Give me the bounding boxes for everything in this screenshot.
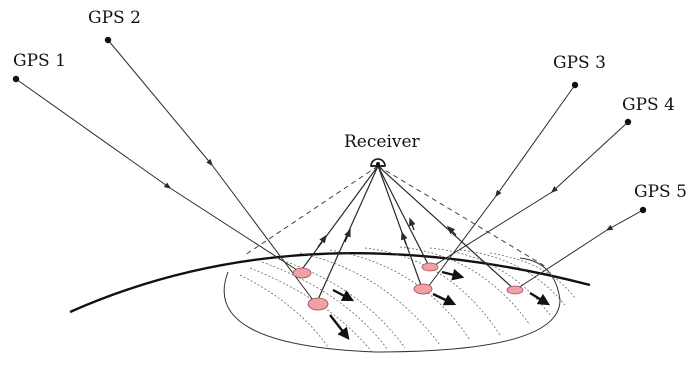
gps3-label: GPS 3	[553, 53, 606, 73]
receiver-footprint-dashes	[244, 165, 549, 269]
reflection-spot	[413, 283, 433, 295]
glistening-zone-ellipse	[223, 257, 561, 353]
surface-scatter-arrows	[329, 268, 551, 340]
reflected-ray-arrows	[317, 217, 457, 248]
reflection-spot	[506, 285, 524, 295]
reflection-spots	[292, 262, 524, 311]
gps5-label: GPS 5	[634, 182, 687, 202]
ray-gps4	[550, 121, 629, 193]
satellite-dots	[12, 36, 647, 214]
scatter-lines	[239, 246, 576, 353]
earth-surface-curve	[69, 252, 591, 314]
gps2-dot	[104, 36, 112, 44]
ray-gps5	[605, 209, 644, 231]
incident-rays	[15, 39, 644, 305]
receiver-icon	[370, 158, 386, 167]
gps1-label: GPS 1	[13, 51, 66, 71]
gps1-dot	[12, 75, 20, 83]
ray-gps3	[495, 84, 576, 198]
gps4-dot	[624, 118, 632, 126]
reflected-rays	[299, 165, 516, 305]
receiver-label: Receiver	[344, 132, 420, 152]
gps4-label: GPS 4	[622, 95, 675, 115]
reflection-spot	[292, 267, 312, 279]
gps3-dot	[571, 81, 579, 89]
ray-gps2	[107, 39, 213, 167]
gps5-dot	[639, 206, 647, 214]
reflection-spot	[307, 297, 329, 311]
ray-gps1	[15, 78, 172, 189]
reflection-spot	[421, 262, 439, 272]
gps2-label: GPS 2	[88, 8, 141, 28]
